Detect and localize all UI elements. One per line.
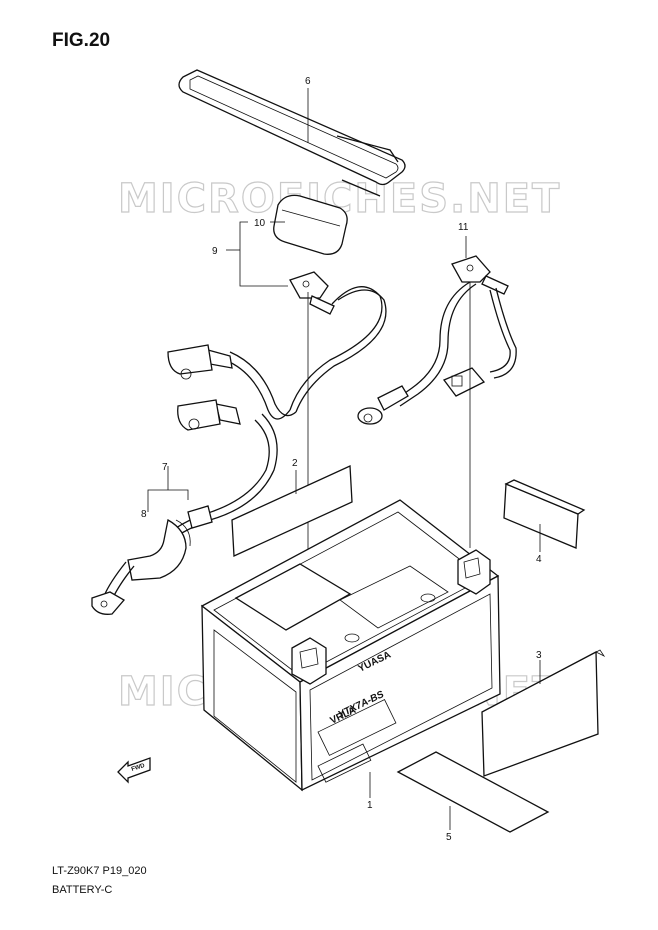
label-5 [396, 751, 550, 833]
label-3 [481, 649, 606, 777]
callout-9: 9 [212, 246, 218, 257]
callout-3: 3 [536, 650, 542, 661]
callout-4: 4 [536, 554, 542, 565]
callout-7: 7 [162, 462, 168, 473]
callout-1: 1 [367, 800, 373, 811]
terminal-cover [273, 194, 348, 255]
callout-11: 11 [458, 222, 469, 233]
fwd-label: FWD [131, 763, 146, 773]
figure-code: LT-Z90K7 P19_020 [52, 865, 147, 877]
positive-lead-wire [357, 255, 517, 425]
figure-section: BATTERY-C [52, 884, 113, 896]
battery-strap [178, 69, 406, 197]
forward-arrow-icon: FWD [117, 757, 151, 784]
negative-lead-wire [167, 271, 387, 420]
callout-6: 6 [305, 76, 311, 87]
callout-10: 10 [254, 218, 266, 229]
figure-title: FIG.20 [52, 30, 111, 51]
callout-8: 8 [141, 509, 147, 520]
breather-hose [91, 399, 278, 615]
callout-5: 5 [446, 832, 452, 843]
battery [200, 499, 501, 792]
label-4 [503, 479, 586, 549]
caution-label [231, 465, 353, 557]
callout-2: 2 [292, 458, 298, 469]
